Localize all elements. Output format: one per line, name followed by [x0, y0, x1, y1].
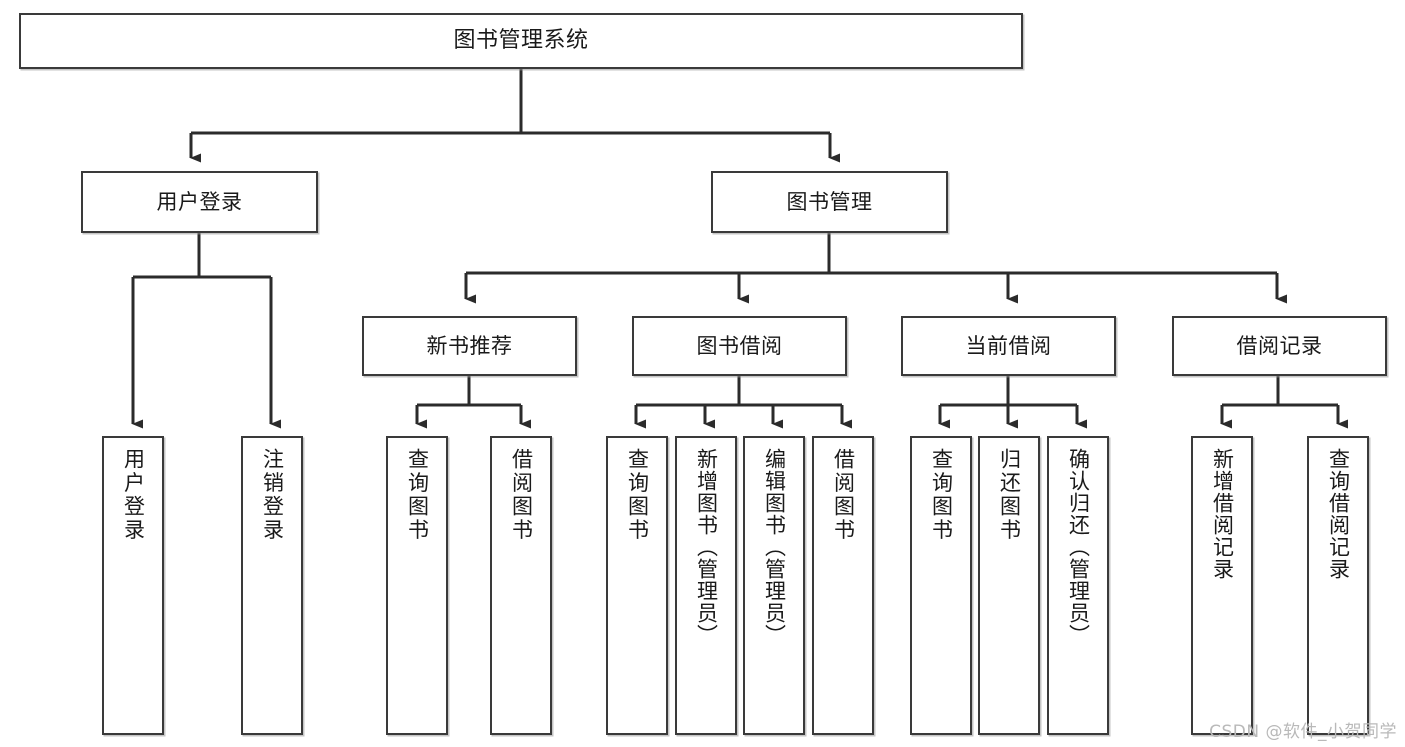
node-leaf-query-borrow-record[interactable]: 查询借阅记录 — [1307, 436, 1369, 735]
node-leaf-add-borrow-record-label: 新增借阅记录 — [1210, 448, 1235, 580]
node-leaf-user-login-label: 用户登录 — [121, 448, 146, 542]
node-current-borrow[interactable]: 当前借阅 — [901, 316, 1116, 376]
node-leaf-logout[interactable]: 注销登录 — [241, 436, 303, 735]
node-leaf-query-book-a[interactable]: 查询图书 — [386, 436, 448, 735]
node-leaf-query-book-b[interactable]: 查询图书 — [606, 436, 668, 735]
node-leaf-query-book-b-label: 查询图书 — [625, 448, 650, 542]
node-leaf-borrow-book-a-label: 借阅图书 — [509, 448, 534, 542]
node-leaf-return-book[interactable]: 归还图书 — [978, 436, 1040, 735]
node-leaf-add-book-admin[interactable]: 新增图书（管理员） — [675, 436, 737, 735]
node-leaf-confirm-return-admin-label: 确认归还（管理员） — [1066, 448, 1091, 646]
node-book-management-label: 图书管理 — [786, 189, 873, 214]
node-root-system[interactable]: 图书管理系统 — [19, 13, 1023, 69]
node-book-management[interactable]: 图书管理 — [711, 171, 948, 233]
node-new-book-recommend[interactable]: 新书推荐 — [362, 316, 577, 376]
node-leaf-confirm-return-admin[interactable]: 确认归还（管理员） — [1047, 436, 1109, 735]
node-new-book-recommend-label: 新书推荐 — [426, 333, 513, 358]
node-leaf-borrow-book-a[interactable]: 借阅图书 — [490, 436, 552, 735]
node-leaf-borrow-book-b-label: 借阅图书 — [831, 448, 856, 542]
node-leaf-query-book-a-label: 查询图书 — [405, 448, 430, 542]
node-root-system-label: 图书管理系统 — [453, 28, 589, 54]
node-leaf-return-book-label: 归还图书 — [997, 448, 1022, 542]
node-user-login[interactable]: 用户登录 — [81, 171, 318, 233]
node-user-login-label: 用户登录 — [156, 189, 243, 214]
node-leaf-user-login[interactable]: 用户登录 — [102, 436, 164, 735]
node-borrow-records-label: 借阅记录 — [1236, 333, 1323, 358]
node-leaf-edit-book-admin[interactable]: 编辑图书（管理员） — [743, 436, 805, 735]
node-leaf-logout-label: 注销登录 — [260, 448, 285, 542]
node-book-borrow-label: 图书借阅 — [696, 333, 783, 358]
node-leaf-add-book-admin-label: 新增图书（管理员） — [694, 448, 719, 646]
node-leaf-query-book-c[interactable]: 查询图书 — [910, 436, 972, 735]
csdn-watermark: CSDN @软件_小贺同学 — [1209, 722, 1397, 742]
node-leaf-edit-book-admin-label: 编辑图书（管理员） — [762, 448, 787, 646]
node-book-borrow[interactable]: 图书借阅 — [632, 316, 847, 376]
node-leaf-add-borrow-record[interactable]: 新增借阅记录 — [1191, 436, 1253, 735]
node-leaf-borrow-book-b[interactable]: 借阅图书 — [812, 436, 874, 735]
node-current-borrow-label: 当前借阅 — [965, 333, 1052, 358]
node-leaf-query-book-c-label: 查询图书 — [929, 448, 954, 542]
node-leaf-query-borrow-record-label: 查询借阅记录 — [1326, 448, 1351, 580]
node-borrow-records[interactable]: 借阅记录 — [1172, 316, 1387, 376]
